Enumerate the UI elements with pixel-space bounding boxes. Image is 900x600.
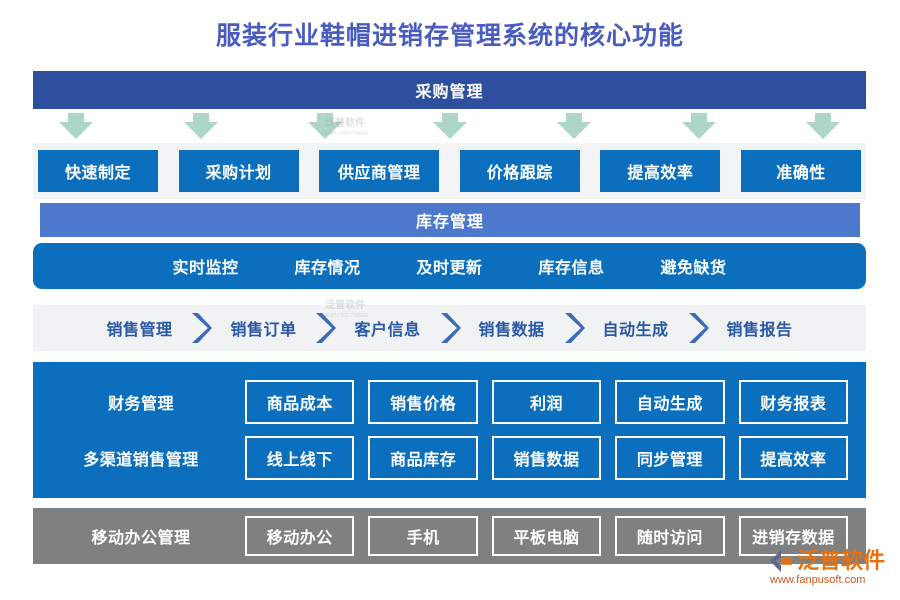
- panel-item-box[interactable]: 商品成本: [245, 380, 355, 424]
- inventory-item[interactable]: 库存信息: [538, 260, 605, 277]
- sales-flow-item[interactable]: 销售报告: [726, 322, 793, 339]
- panel-item-box[interactable]: 财务报表: [738, 380, 849, 424]
- purchase-item-box[interactable]: 快速制定: [38, 150, 158, 192]
- inventory-items-row: 实时监控 库存情况 及时更新 库存信息 避免缺货: [33, 243, 866, 289]
- panel-item-box[interactable]: 同步管理: [615, 436, 725, 480]
- sales-flow-item[interactable]: 自动生成: [602, 322, 669, 339]
- purchase-item-box[interactable]: 提高效率: [600, 150, 721, 192]
- purchase-management-header: 采购管理: [33, 71, 866, 109]
- sales-flow-item[interactable]: 客户信息: [354, 322, 421, 339]
- inventory-item[interactable]: 及时更新: [416, 260, 483, 277]
- purchase-item-box[interactable]: 供应商管理: [319, 150, 440, 192]
- mobile-item-box[interactable]: 随时访问: [615, 516, 725, 556]
- logo-name: 泛普软件: [797, 548, 886, 573]
- panel-row-label: 财务管理: [107, 396, 174, 413]
- inventory-management-header-label: 库存管理: [415, 214, 484, 231]
- arrow-row: [33, 113, 866, 141]
- mobile-item-box[interactable]: 平板电脑: [491, 516, 602, 556]
- inventory-item[interactable]: 避免缺货: [660, 260, 727, 277]
- sales-flow-row: 销售管理 销售订单 客户信息 销售数据 自动生成 销售报告: [33, 305, 866, 351]
- inventory-management-header: 库存管理: [40, 203, 860, 237]
- chevron-right-icon: [687, 311, 709, 345]
- panel-item-box[interactable]: 提高效率: [738, 436, 849, 480]
- down-arrow-icon: [59, 113, 93, 139]
- inventory-item[interactable]: 库存情况: [294, 260, 361, 277]
- mobile-item-box[interactable]: 手机: [368, 516, 478, 556]
- mobile-office-label: 移动办公管理: [91, 530, 191, 547]
- panel-item-box[interactable]: 自动生成: [615, 380, 725, 424]
- purchase-item-box[interactable]: 价格跟踪: [459, 150, 580, 192]
- purchase-item-box[interactable]: 准确性: [740, 150, 861, 192]
- chevron-right-icon: [190, 311, 213, 345]
- chevron-right-icon: [563, 311, 585, 345]
- logo-url: www.fanpusoft.com: [770, 574, 866, 586]
- down-arrow-icon: [557, 113, 591, 139]
- down-arrow-icon: [183, 113, 218, 139]
- purchase-item-box[interactable]: 采购计划: [178, 150, 299, 192]
- panel-item-box[interactable]: 销售数据: [491, 436, 602, 480]
- chevron-right-icon: [439, 311, 461, 345]
- panel-item-box[interactable]: 利润: [491, 380, 602, 424]
- panel-item-box[interactable]: 线上线下: [245, 436, 355, 480]
- chevron-right-icon: [314, 311, 337, 345]
- down-arrow-icon: [308, 113, 342, 139]
- finance-panel: 财务管理 商品成本销售价格利润自动生成财务报表多渠道销售管理 线上线下商品库存销售数…: [33, 362, 866, 498]
- mobile-item-box[interactable]: 移动办公: [245, 516, 355, 556]
- sales-flow-item[interactable]: 销售数据: [478, 322, 545, 339]
- fanpu-logo-icon: [768, 548, 794, 574]
- panel-row: 多渠道销售管理 线上线下商品库存销售数据同步管理提高效率: [51, 436, 849, 480]
- mobile-item-box[interactable]: 进销存数据: [738, 516, 849, 556]
- page-title: 服装行业鞋帽进销存管理系统的核心功能: [215, 22, 684, 50]
- down-arrow-icon: [432, 113, 467, 139]
- sales-flow-item[interactable]: 销售订单: [230, 322, 297, 339]
- panel-item-box[interactable]: 销售价格: [368, 380, 478, 424]
- panel-item-box[interactable]: 商品库存: [368, 436, 478, 480]
- inventory-item[interactable]: 实时监控: [172, 260, 239, 277]
- panel-row: 财务管理 商品成本销售价格利润自动生成财务报表: [51, 380, 849, 424]
- down-arrow-icon: [806, 113, 840, 139]
- mobile-office-panel: 移动办公管理 移动办公手机平板电脑随时访问进销存数据: [33, 508, 866, 564]
- purchase-items-strip: 快速制定采购计划供应商管理价格跟踪提高效率准确性: [33, 143, 866, 199]
- down-arrow-icon: [681, 113, 716, 139]
- panel-row-label: 多渠道销售管理: [83, 452, 199, 469]
- purchase-management-header-label: 采购管理: [415, 84, 484, 101]
- sales-flow-item[interactable]: 销售管理: [106, 322, 173, 339]
- fanpu-logo: 泛普软件 www.fanpusoft.com: [768, 548, 894, 594]
- logo-top-row: 泛普软件: [768, 548, 885, 574]
